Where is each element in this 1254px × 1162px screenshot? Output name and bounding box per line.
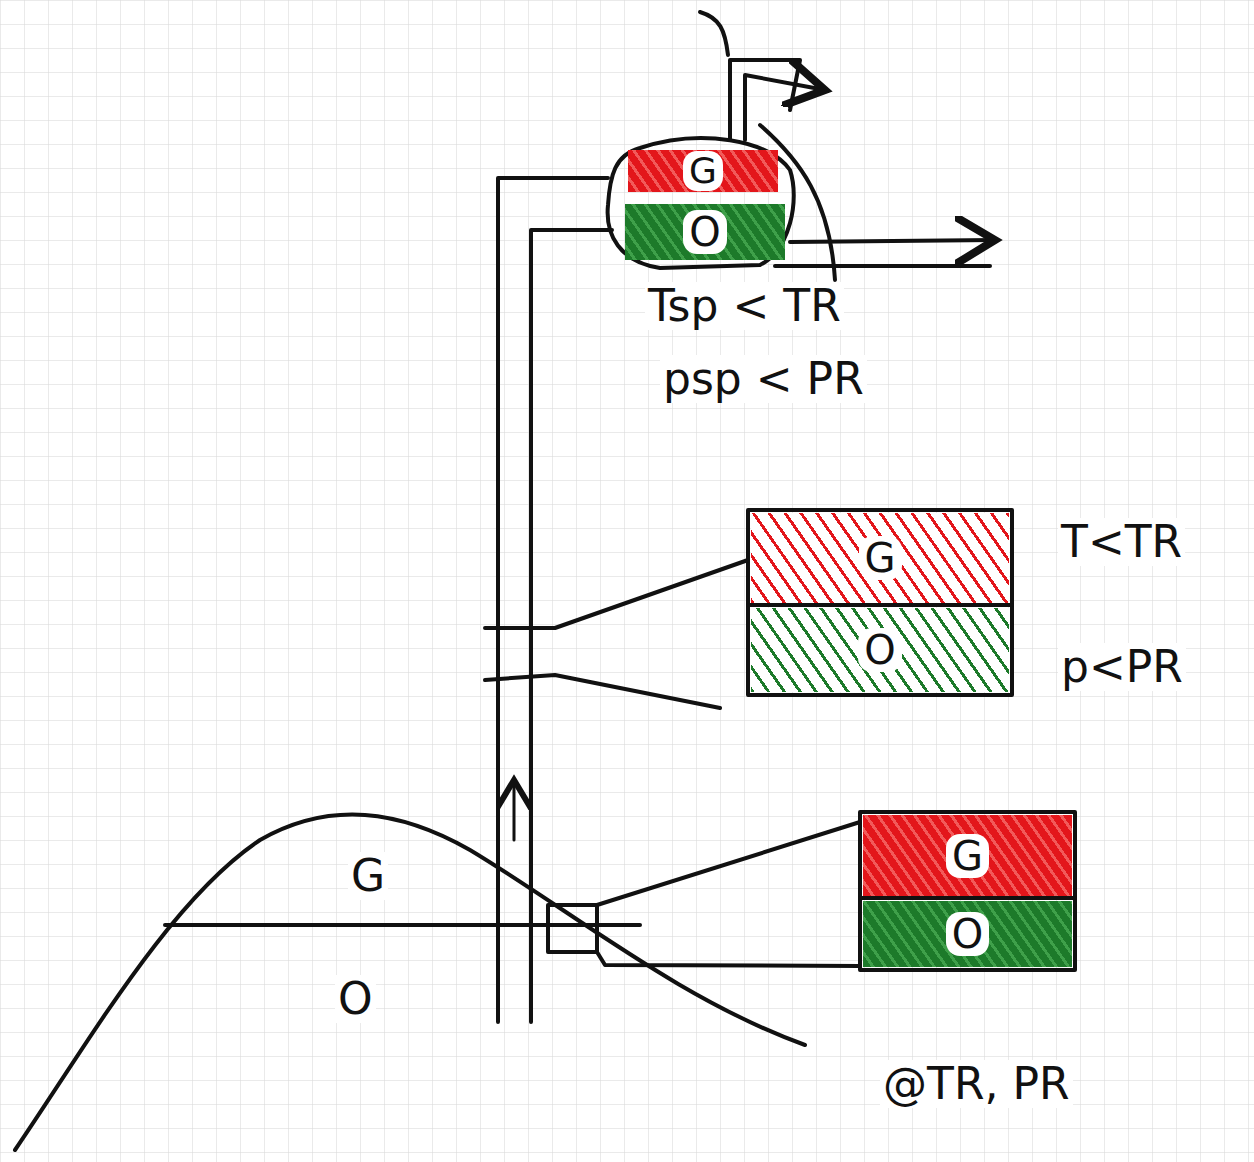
leader-line bbox=[485, 560, 748, 628]
gas-phase: G bbox=[751, 513, 1009, 603]
well-tubing bbox=[498, 178, 608, 1022]
gas-outlet bbox=[700, 12, 728, 55]
flow-arrow bbox=[513, 780, 516, 840]
phase-letter: O bbox=[683, 210, 726, 254]
phase-letter: G bbox=[859, 536, 902, 580]
zoom-box bbox=[860, 812, 1075, 970]
phase-letter: G bbox=[683, 151, 723, 191]
leader-line bbox=[485, 675, 720, 708]
condition-label: O bbox=[335, 975, 376, 1023]
reservoir-outline bbox=[15, 815, 805, 1150]
oil-outlet bbox=[790, 240, 995, 242]
band-divider bbox=[860, 896, 1075, 900]
leader-line bbox=[597, 952, 860, 966]
gas-oil-contact bbox=[165, 923, 640, 927]
gas-outlet bbox=[745, 75, 825, 140]
condition-label: p<PR bbox=[1058, 643, 1186, 691]
leader-line bbox=[597, 822, 860, 905]
oil-outlet bbox=[775, 264, 990, 268]
condition-label: @TR, PR bbox=[880, 1060, 1073, 1108]
gas-phase: G bbox=[628, 150, 778, 192]
phase-letter: G bbox=[946, 834, 989, 878]
condition-label: G bbox=[348, 852, 388, 900]
oil-phase: O bbox=[625, 204, 785, 260]
band-divider bbox=[748, 603, 1012, 607]
oil-phase: O bbox=[863, 901, 1072, 967]
phase-letter: O bbox=[858, 628, 901, 672]
phase-letter: O bbox=[946, 912, 989, 956]
condition-label: T<TR bbox=[1058, 518, 1185, 566]
condition-label: psp < PR bbox=[660, 355, 867, 403]
oil-phase: O bbox=[751, 608, 1009, 692]
gas-phase: G bbox=[863, 815, 1072, 896]
sample-box bbox=[548, 905, 597, 952]
separator-vessel bbox=[608, 138, 794, 268]
condition-label: Tsp < TR bbox=[645, 282, 844, 330]
zoom-box bbox=[748, 510, 1012, 695]
